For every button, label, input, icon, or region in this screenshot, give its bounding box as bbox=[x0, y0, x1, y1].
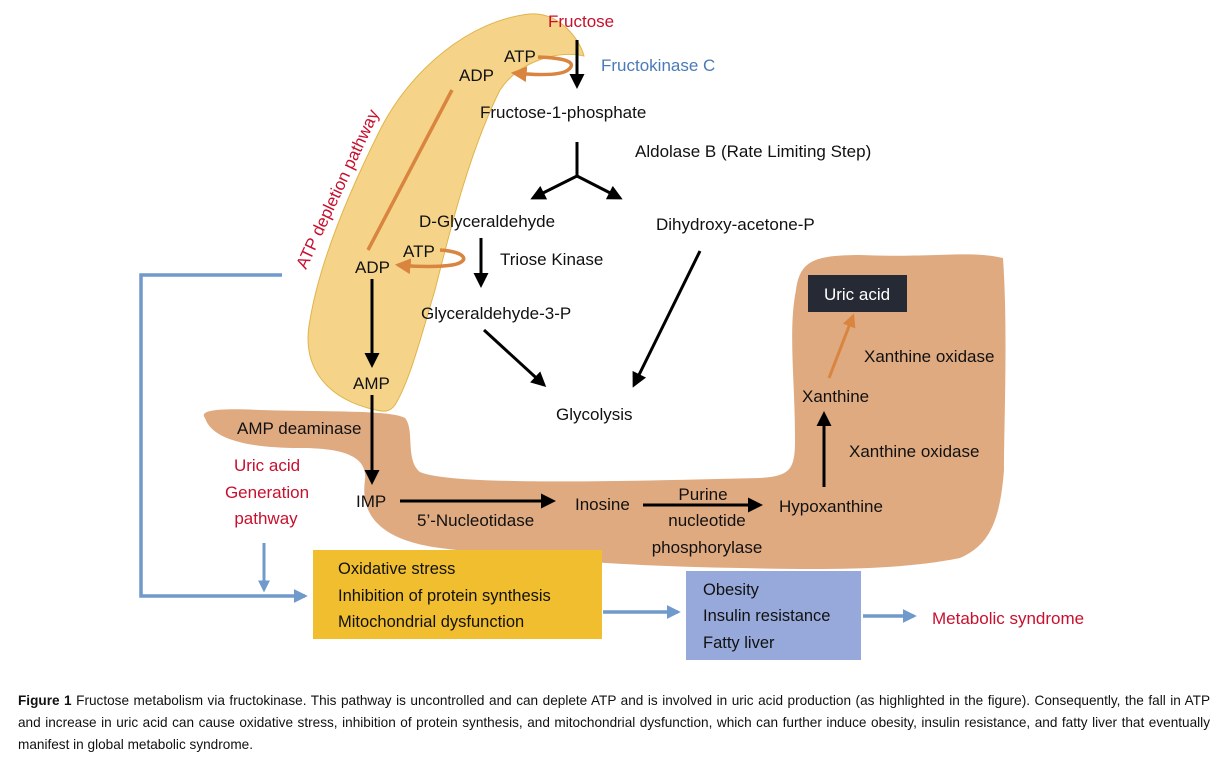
metabolic-syndrome-label: Metabolic syndrome bbox=[932, 609, 1084, 628]
outcome-item: Obesity bbox=[703, 581, 760, 599]
atp-mid-label: ATP bbox=[403, 242, 435, 261]
pnp-label-line3: phosphorylase bbox=[652, 538, 763, 557]
arrow-to-dhap bbox=[576, 174, 623, 200]
adp-mid-label: ADP bbox=[355, 258, 390, 277]
aldolase-label: Aldolase B (Rate Limiting Step) bbox=[635, 142, 871, 161]
uric-acid-label: Uric acid bbox=[824, 285, 890, 304]
effect-item: Oxidative stress bbox=[338, 560, 455, 578]
adp-top-label: ADP bbox=[459, 66, 494, 85]
fructose-metabolism-diagram: Uric acid Oxidative stress Inhibition of… bbox=[139, 12, 1084, 660]
effect-item: Mitochondrial dysfunction bbox=[338, 613, 524, 631]
effect-item: Inhibition of protein synthesis bbox=[338, 587, 551, 605]
arrow-g3p-to-glycolysis bbox=[482, 328, 547, 388]
caption-text: Fructose metabolism via fructokinase. Th… bbox=[18, 693, 1211, 752]
g3p-label: Glyceraldehyde-3-P bbox=[421, 304, 571, 323]
outcome-item: Insulin resistance bbox=[703, 607, 830, 625]
uric-acid-generation-region bbox=[203, 254, 1006, 569]
f1p-label: Fructose-1-phosphate bbox=[480, 103, 646, 122]
uric-acid-pathway-label-line3: pathway bbox=[234, 509, 298, 528]
figure-caption: Figure 1 Fructose metabolism via fructok… bbox=[18, 690, 1210, 756]
outcome-item: Fatty liver bbox=[703, 634, 775, 652]
amp-deaminase-label: AMP deaminase bbox=[237, 419, 361, 438]
arrow-atp-to-adp-mid bbox=[394, 248, 466, 275]
uric-acid-box bbox=[808, 275, 907, 312]
d-glyceraldehyde-label: D-Glyceraldehyde bbox=[419, 212, 555, 231]
imp-label: IMP bbox=[356, 492, 386, 511]
flow-line-atp-depletion bbox=[139, 273, 308, 603]
xanthine-label: Xanthine bbox=[802, 387, 869, 406]
uric-acid-pathway-label-line2: Generation bbox=[225, 483, 309, 502]
arrow-to-d-glyceraldehyde bbox=[530, 174, 578, 200]
pnp-label-line2: nucleotide bbox=[668, 511, 746, 530]
xanthine-oxidase-lower-label: Xanthine oxidase bbox=[849, 442, 979, 461]
inosine-label: Inosine bbox=[575, 495, 630, 514]
arrow-xanthine-to-uric-acid bbox=[827, 313, 856, 379]
arrow-dhap-to-glycolysis bbox=[632, 250, 702, 388]
dhap-label: Dihydroxy-acetone-P bbox=[656, 215, 815, 234]
fructokinase-label: Fructokinase C bbox=[601, 56, 715, 75]
arrow-atp-to-adp-top bbox=[510, 55, 574, 83]
amp-label: AMP bbox=[353, 374, 390, 393]
outcomes-box bbox=[686, 571, 861, 660]
fructose-label: Fructose bbox=[548, 12, 614, 31]
uric-acid-pathway-label-line1: Uric acid bbox=[234, 456, 300, 475]
hypoxanthine-label: Hypoxanthine bbox=[779, 497, 883, 516]
effects-box bbox=[313, 550, 602, 639]
pnp-label-line1: Purine bbox=[678, 485, 727, 504]
atp-top-label: ATP bbox=[504, 47, 536, 66]
figure-label: Figure 1 bbox=[18, 693, 72, 708]
nucleotidase-label: 5’-Nucleotidase bbox=[417, 511, 534, 530]
triose-kinase-label: Triose Kinase bbox=[500, 250, 603, 269]
atp-depletion-region bbox=[307, 13, 585, 412]
atp-depletion-line bbox=[366, 89, 454, 251]
glycolysis-label: Glycolysis bbox=[556, 405, 633, 424]
xanthine-oxidase-upper-label: Xanthine oxidase bbox=[864, 347, 994, 366]
